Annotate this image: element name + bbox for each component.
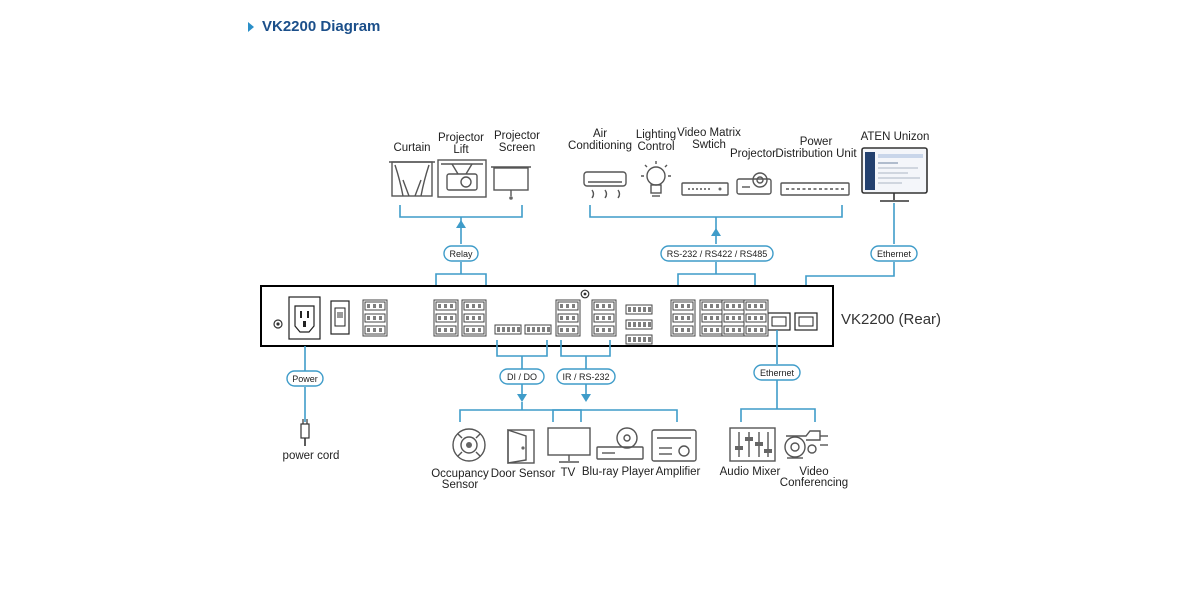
door-sensor-icon bbox=[507, 429, 535, 464]
label-video-conf-2: Conferencing bbox=[780, 477, 848, 489]
label-lighting-control-2: Control bbox=[637, 141, 674, 153]
label-amplifier: Amplifier bbox=[656, 466, 701, 478]
terminal-blocks bbox=[362, 299, 769, 345]
ethernet-bottom-pill bbox=[753, 364, 801, 381]
label-door-sensor: Door Sensor bbox=[491, 468, 556, 480]
dido-bus bbox=[459, 340, 582, 422]
power-cord-icon bbox=[300, 419, 310, 446]
curtain-icon bbox=[389, 161, 435, 197]
ir-bus bbox=[560, 340, 611, 402]
ir-label: IR / RS-232 bbox=[562, 372, 609, 382]
aten-unizon-monitor-icon bbox=[861, 147, 928, 202]
label-occupancy-2: Sensor bbox=[442, 479, 479, 491]
ir-device-bus bbox=[552, 409, 678, 422]
audio-mixer-icon bbox=[729, 427, 776, 462]
label-audio-mixer: Audio Mixer bbox=[720, 466, 781, 478]
tv-icon bbox=[547, 427, 591, 463]
ir-pill bbox=[556, 368, 616, 385]
label-projector-lift-1: Projector bbox=[438, 132, 484, 144]
projector-icon bbox=[736, 172, 772, 195]
label-occupancy-1: Occupancy bbox=[431, 468, 489, 480]
amplifier-icon bbox=[651, 429, 697, 462]
video-matrix-switch-icon bbox=[681, 182, 729, 196]
label-projector: Projector bbox=[730, 148, 776, 160]
label-pdu-2: Distribution Unit bbox=[775, 148, 857, 160]
label-video-conf-1: Video bbox=[799, 466, 828, 478]
dido-label: DI / DO bbox=[507, 372, 537, 382]
lighting-bulb-icon bbox=[641, 161, 671, 197]
page-title-wrap: VK2200 Diagram bbox=[248, 18, 380, 35]
ethernet-bottom-label: Ethernet bbox=[760, 368, 795, 378]
ethernet-top-pill bbox=[870, 245, 918, 262]
label-aten-unizon: ATEN Unizon bbox=[861, 131, 930, 143]
label-power-cord: power cord bbox=[283, 450, 340, 462]
projector-lift-icon bbox=[437, 159, 487, 198]
label-air-conditioning-1: Air bbox=[593, 128, 607, 140]
bluray-player-icon bbox=[596, 427, 644, 460]
relay-label: Relay bbox=[449, 249, 473, 259]
pdu-icon bbox=[780, 182, 850, 196]
power-pill bbox=[286, 370, 324, 387]
serial-label: RS-232 / RS422 / RS485 bbox=[667, 249, 768, 259]
label-projector-screen-1: Projector bbox=[494, 130, 540, 142]
label-tv: TV bbox=[561, 467, 576, 479]
label-video-matrix-1: Video Matrix bbox=[677, 127, 741, 139]
label-air-conditioning-2: Conditioning bbox=[568, 140, 632, 152]
label-projector-lift-2: Lift bbox=[453, 144, 469, 156]
air-conditioning-icon bbox=[583, 171, 627, 199]
occupancy-sensor-icon bbox=[452, 428, 486, 462]
title-arrow-icon bbox=[248, 21, 254, 32]
label-pdu-1: Power bbox=[800, 136, 833, 148]
ethernet-bottom-line bbox=[740, 330, 816, 422]
label-curtain: Curtain bbox=[393, 142, 430, 154]
device-label: VK2200 (Rear) bbox=[841, 311, 941, 328]
label-projector-screen-2: Screen bbox=[499, 142, 535, 154]
label-lighting-control-1: Lighting bbox=[636, 129, 676, 141]
projector-screen-icon bbox=[491, 166, 531, 200]
dido-pill bbox=[499, 368, 545, 385]
serial-pill bbox=[660, 245, 774, 262]
power-label: Power bbox=[292, 374, 318, 384]
ethernet-top-label: Ethernet bbox=[877, 249, 912, 259]
video-conferencing-icon bbox=[784, 430, 828, 459]
relay-pill bbox=[443, 245, 479, 262]
label-video-matrix-2: Swtich bbox=[692, 139, 726, 151]
page-title: VK2200 Diagram bbox=[262, 18, 381, 35]
label-bluray: Blu-ray Player bbox=[582, 466, 654, 478]
